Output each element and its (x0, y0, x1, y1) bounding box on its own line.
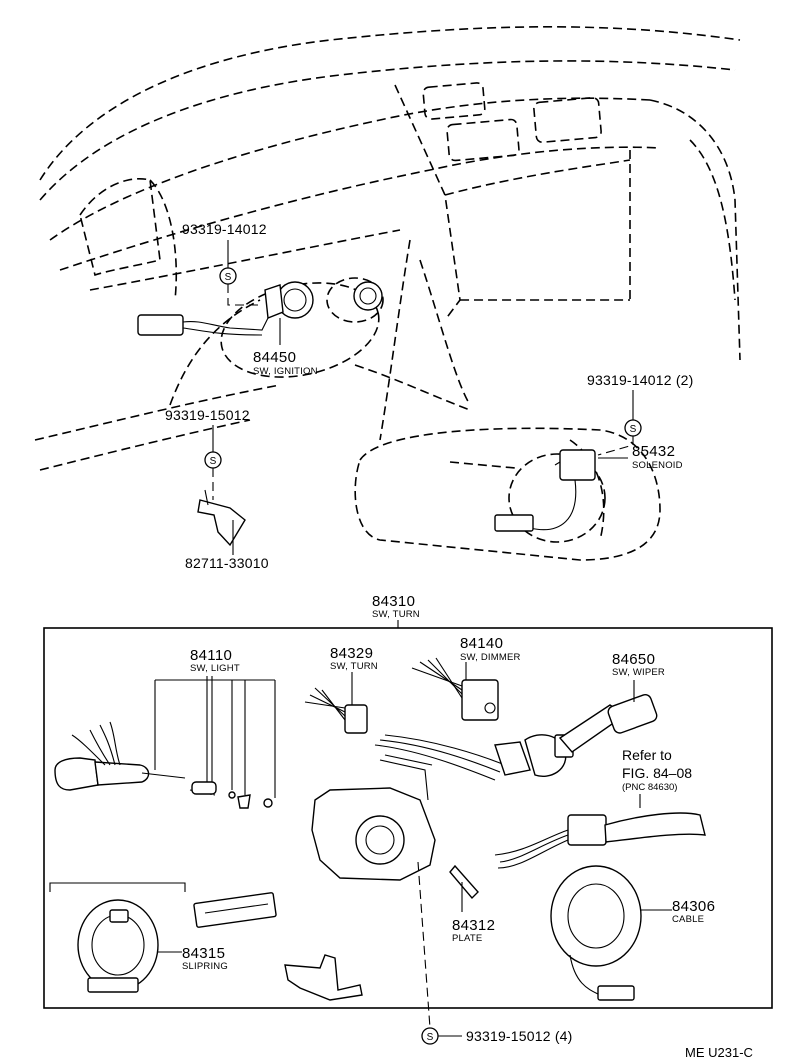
wiper-stalk-part (494, 812, 706, 869)
wiper-switch-part (558, 693, 658, 753)
light-switch-number: 84110 (190, 647, 232, 664)
switch-body-part (311, 754, 436, 881)
ignition-switch-desc: SW, IGNITION (253, 366, 318, 377)
plate-part (449, 864, 479, 900)
assembly-boundary-box (43, 627, 773, 1009)
light-switch-part (54, 721, 273, 809)
cable-number: 84306 (672, 898, 715, 915)
cable-desc: CABLE (672, 914, 704, 925)
upper-leader-lines (212, 240, 634, 555)
bolt-upper-left-label: 93319-14012 (182, 221, 267, 237)
slipring-number: 84315 (182, 945, 225, 962)
bolt-bottom-label: 93319-15012 (4) (466, 1028, 573, 1044)
wiper-switch-number: 84650 (612, 651, 655, 668)
bolt-symbol-upper-left: S (219, 267, 237, 285)
figure-code: ME U231-C (685, 1045, 753, 1060)
solenoid-number: 85432 (632, 443, 675, 460)
ignition-switch-part (137, 281, 383, 336)
slipring-desc: SLIPRING (182, 961, 228, 972)
turn-switch-number: 84329 (330, 645, 373, 662)
ignition-switch-number: 84450 (253, 349, 296, 366)
bolt-lower-left-label: 93319-15012 (165, 407, 250, 423)
svg-text:S: S (427, 1032, 434, 1043)
wiper-ref-line2: FIG. 84–08 (622, 765, 692, 781)
bracket-label: 82711-33010 (185, 555, 269, 571)
light-switch-leaders (154, 676, 276, 798)
bolt-symbol-bottom: S (421, 1027, 439, 1045)
plate-desc: PLATE (452, 933, 482, 944)
switch-harness (374, 734, 574, 781)
dimmer-switch-number: 84140 (460, 635, 503, 652)
solenoid-part (494, 449, 596, 532)
wiper-ref-line1: Refer to (622, 747, 672, 763)
turn-switch-part (304, 687, 368, 734)
svg-text:S: S (630, 424, 637, 435)
turn-switch-desc: SW, TURN (330, 661, 378, 672)
turn-switch-assy-number: 84310 (372, 593, 415, 610)
bolt-symbol-lower-left: S (204, 451, 222, 469)
wiper-ref-line3: (PNC 84630) (622, 782, 677, 793)
wiper-switch-desc: SW, WIPER (612, 667, 665, 678)
dimmer-switch-desc: SW, DIMMER (460, 652, 521, 663)
svg-text:S: S (225, 272, 232, 283)
plate-number: 84312 (452, 917, 495, 934)
slipring-part (77, 899, 159, 993)
bolt-right-label: 93319-14012 (2) (587, 372, 694, 388)
bolt-symbol-right: S (624, 419, 642, 437)
slipring-connector-part (193, 892, 277, 928)
slipring-group-bracket (49, 882, 186, 892)
cable-part (550, 865, 642, 1001)
svg-text:S: S (210, 456, 217, 467)
lower-bracket-part (284, 954, 363, 1001)
dashboard-outline (34, 26, 741, 561)
bracket-part (197, 489, 246, 547)
turn-switch-assy-desc: SW, TURN (372, 609, 420, 620)
light-switch-desc: SW, LIGHT (190, 663, 240, 674)
solenoid-desc: SOLENOID (632, 460, 683, 471)
dimmer-switch-part (411, 657, 499, 721)
